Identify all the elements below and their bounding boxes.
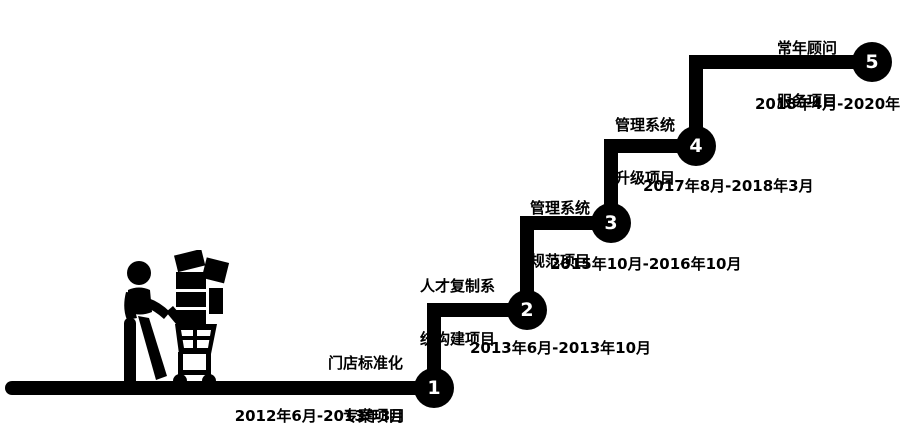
step-title-2-line2: 统构建项目	[419, 330, 495, 349]
person-back	[124, 292, 137, 320]
step-circle-1[interactable]	[414, 368, 454, 408]
step-circle-5[interactable]	[852, 42, 892, 82]
box-bottom-left	[176, 310, 206, 326]
step-title-3-line2: 规范项目	[529, 252, 590, 271]
step-title-5: 常年顾问 服务项目	[700, 5, 837, 147]
step-circle-3[interactable]	[591, 203, 631, 243]
stacked-boxes	[173, 250, 230, 326]
shopping-cart	[166, 306, 217, 388]
person-arm	[145, 298, 170, 319]
box-top-left	[176, 272, 206, 289]
person-pushing-shopping-cart-with-boxes-icon	[124, 250, 230, 388]
cart-axle	[178, 370, 211, 375]
step-date-4: 2017年8月-2018年3月	[643, 177, 814, 195]
step-title-4: 管理系统 升级项目	[525, 82, 675, 224]
step-date-5: 2018年4月-2020年	[755, 95, 900, 113]
cart-leg-right	[206, 352, 211, 376]
step-title-2: 人才复制系 统构建项目	[325, 243, 495, 385]
box-mid-left	[176, 292, 206, 307]
step-date-2: 2013年6月-2013年10月	[470, 339, 652, 357]
step-date-3: 2015年10月-2016年10月	[550, 255, 742, 273]
box-tilted-top	[173, 250, 206, 273]
person-leg-back	[124, 318, 136, 388]
step-title-2-line1: 人才复制系	[419, 277, 495, 296]
step-title-1-line2: 专案项目	[342, 407, 403, 426]
figure-person	[124, 261, 170, 388]
person-head	[127, 261, 151, 285]
step-circle-4[interactable]	[676, 126, 716, 166]
step-date-1: 2012年6月-2013年3月	[234, 407, 406, 425]
step-segment-5	[689, 55, 879, 153]
step-circle-2[interactable]	[507, 290, 547, 330]
step-title-3-line1: 管理系统	[529, 199, 590, 218]
step-circles	[414, 42, 892, 408]
step-title-1: 门店标准化 专案项目	[220, 320, 403, 439]
step-segment-2	[427, 303, 534, 395]
step-title-1-line1: 门店标准化	[327, 354, 403, 373]
step-title-5-line1: 常年顾问	[776, 39, 837, 58]
person-leg-front	[138, 316, 167, 380]
step-title-4-line2: 升级项目	[614, 169, 675, 188]
step-title-4-line1: 管理系统	[614, 116, 675, 135]
step-title-3: 管理系统 规范项目	[440, 165, 590, 307]
step-title-5-line2: 服务项目	[776, 92, 837, 111]
box-tilted-right	[201, 257, 230, 284]
step-segment-4	[604, 139, 703, 230]
cart-bar-2	[193, 330, 197, 348]
cart-wheel-right	[202, 374, 216, 388]
step-segment-3	[520, 216, 618, 317]
box-tall-right	[209, 288, 223, 314]
staircase-lines	[5, 55, 879, 395]
cart-leg-left	[178, 352, 183, 376]
cart-wheel-left	[173, 374, 187, 388]
